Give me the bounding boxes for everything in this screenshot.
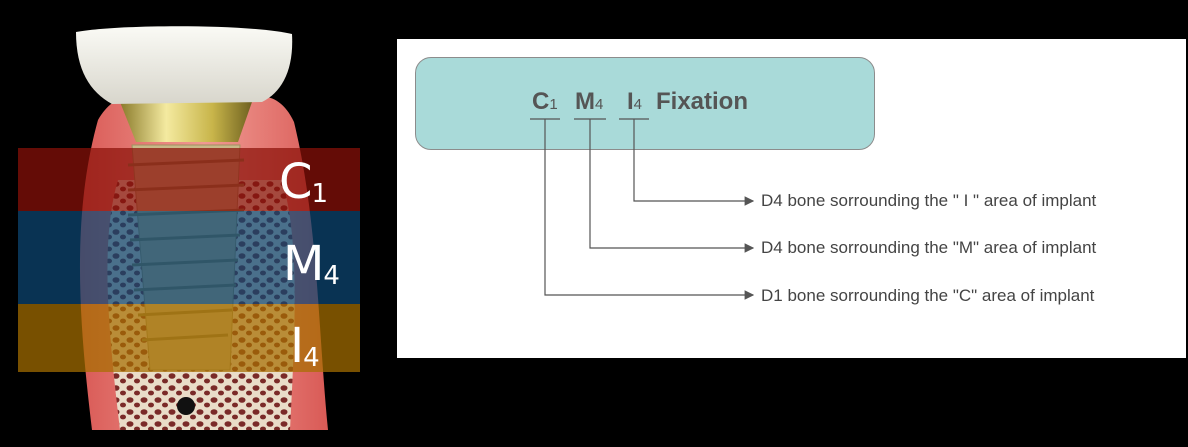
zone-c-band: [18, 148, 360, 211]
connector-lines: [530, 118, 755, 300]
connector-c: [544, 119, 755, 300]
description-i: D4 bone sorrounding the " I " area of im…: [761, 191, 1097, 210]
code-i: I4: [627, 88, 643, 115]
description-m: D4 bone sorrounding the "M" area of impl…: [761, 238, 1097, 257]
title-box: [415, 57, 875, 150]
connector-i: [633, 119, 755, 206]
crown: [76, 26, 293, 104]
code-c: C1: [532, 88, 558, 115]
zone-i-label: I4: [290, 318, 320, 374]
abutment: [120, 102, 252, 142]
zone-i-band: [18, 304, 360, 372]
code-m: M4: [575, 88, 604, 115]
zone-m-band: [18, 211, 360, 304]
description-c: D1 bone sorrounding the "C" area of impl…: [761, 286, 1095, 305]
zone-c-label: C1: [279, 154, 328, 210]
zone-m-label: M4: [283, 236, 340, 292]
connector-m: [589, 119, 755, 253]
implant-illustration: [18, 26, 360, 430]
classification-panel: C1 M4 I4 Fixation D4 bone sorrounding th…: [397, 39, 1186, 358]
title-word: Fixation: [656, 88, 749, 115]
